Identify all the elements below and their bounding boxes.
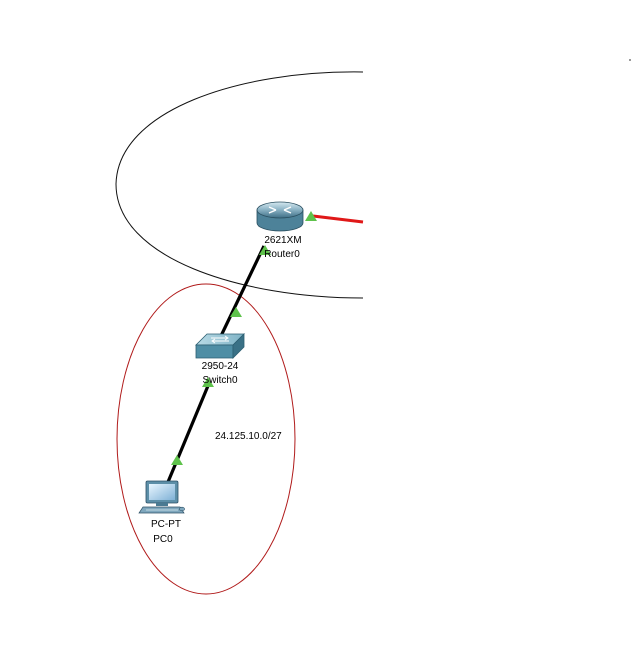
link-up-indicator — [305, 211, 317, 221]
link-up-indicator — [202, 377, 214, 387]
canvas-marker — [629, 59, 631, 61]
link-up-indicator — [171, 455, 183, 465]
pc-name-label: PC0 — [153, 534, 173, 545]
router-device[interactable]: 2621XM Router0 — [256, 201, 304, 260]
cable-router-switch[interactable] — [218, 245, 266, 339]
pc-model-label: PC-PT — [151, 519, 181, 530]
pc-device[interactable]: PC-PT PC0 — [138, 480, 185, 545]
switch-name-label: Switch0 — [202, 375, 237, 386]
router-icon — [256, 201, 304, 232]
link-up-indicator — [230, 307, 242, 317]
cable-switch-pc[interactable] — [166, 380, 212, 483]
lan-network-label: 24.125.10.0/27 — [215, 431, 282, 442]
wan-area-outline — [115, 71, 364, 299]
router-name-label: Router0 — [264, 249, 300, 260]
link-up-indicator — [259, 245, 271, 255]
switch-icon — [195, 333, 245, 359]
pc-icon — [138, 480, 185, 514]
serial-link-router-out[interactable] — [312, 214, 364, 224]
router-model-label: 2621XM — [264, 235, 301, 246]
switch-device[interactable]: 2950-24 Switch0 — [195, 333, 245, 386]
lan-area-outline — [116, 283, 296, 595]
switch-model-label: 2950-24 — [202, 361, 239, 372]
